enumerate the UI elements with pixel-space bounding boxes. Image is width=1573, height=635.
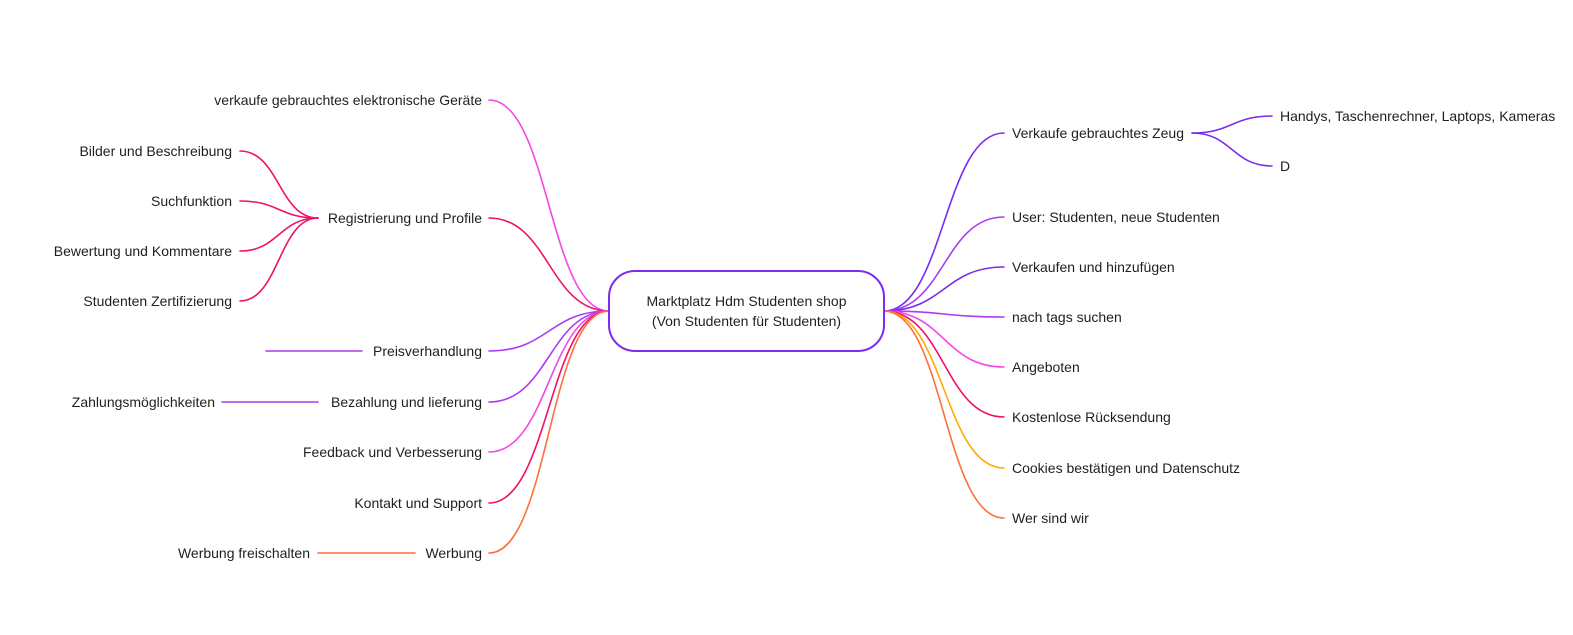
- topic-left-registrierung-und-profile[interactable]: Registrierung und Profile: [328, 210, 482, 226]
- topic-left-verkaufe-gebrauchtes-elektronische-geraete[interactable]: verkaufe gebrauchtes elektronische Gerät…: [214, 92, 482, 108]
- topic-right-user-studenten-neue-studenten[interactable]: User: Studenten, neue Studenten: [1012, 209, 1220, 225]
- topic-left-feedback-und-verbesserung[interactable]: Feedback und Verbesserung: [303, 444, 482, 460]
- edge-left-bezahlung-und-lieferung: [488, 310, 610, 403]
- edge-sub-d: [1191, 132, 1273, 167]
- central-topic-title: Marktplatz Hdm Studenten shop: [647, 293, 847, 309]
- edge-left-werbung: [488, 310, 610, 554]
- edge-left-feedback-und-verbesserung: [488, 310, 610, 453]
- subtopic-zahlungsmoeglichkeiten[interactable]: Zahlungsmöglichkeiten: [72, 394, 215, 410]
- edge-left-registrierung-und-profile: [488, 217, 610, 312]
- topic-right-verkaufen-und-hinzufuegen[interactable]: Verkaufen und hinzufügen: [1012, 259, 1175, 275]
- topic-left-kontakt-und-support[interactable]: Kontakt und Support: [354, 495, 482, 511]
- edge-sub-bilder-und-beschreibung: [239, 150, 319, 219]
- edge-right-cookies-bestaetigen-und-datenschutz: [883, 310, 1005, 469]
- edge-right-verkaufe-gebrauchtes-zeug: [883, 132, 1005, 312]
- subtopic-d[interactable]: D: [1280, 158, 1290, 174]
- topic-right-wer-sind-wir[interactable]: Wer sind wir: [1012, 510, 1089, 526]
- edge-sub-studenten-zertifizierung: [239, 217, 319, 302]
- topic-right-angeboten[interactable]: Angeboten: [1012, 359, 1080, 375]
- edge-sub-handys-taschenrechner-laptops-kameras: [1191, 115, 1273, 134]
- edge-right-user-studenten-neue-studenten: [883, 216, 1005, 312]
- edge-left-preisverhandlung: [488, 310, 610, 352]
- topic-left-bezahlung-und-lieferung[interactable]: Bezahlung und lieferung: [331, 394, 482, 410]
- subtopic-bilder-und-beschreibung[interactable]: Bilder und Beschreibung: [79, 143, 232, 159]
- edge-right-nach-tags-suchen: [883, 310, 1005, 318]
- edge-right-kostenlose-ruecksendung: [883, 310, 1005, 418]
- topic-left-preisverhandlung[interactable]: Preisverhandlung: [373, 343, 482, 359]
- mindmap-labels: verkaufe gebrauchtes elektronische Gerät…: [54, 92, 1555, 561]
- central-topic-subtitle: (Von Studenten für Studenten): [652, 313, 841, 329]
- edge-right-verkaufen-und-hinzufuegen: [883, 266, 1005, 312]
- edge-sub-suchfunktion: [239, 200, 319, 219]
- subtopic-werbung-freischalten[interactable]: Werbung freischalten: [178, 545, 310, 561]
- topic-right-verkaufe-gebrauchtes-zeug[interactable]: Verkaufe gebrauchtes Zeug: [1012, 125, 1184, 141]
- central-topic-box[interactable]: [608, 270, 885, 352]
- subtopic-bewertung-und-kommentare[interactable]: Bewertung und Kommentare: [54, 243, 232, 259]
- topic-right-cookies-bestaetigen-und-datenschutz[interactable]: Cookies bestätigen und Datenschutz: [1012, 460, 1240, 476]
- edge-sub-bewertung-und-kommentare: [239, 217, 319, 252]
- topic-left-werbung[interactable]: Werbung: [425, 545, 482, 561]
- subtopic-studenten-zertifizierung[interactable]: Studenten Zertifizierung: [83, 293, 232, 309]
- central-topic-node[interactable]: Marktplatz Hdm Studenten shop (Von Stude…: [608, 270, 885, 352]
- subtopic-suchfunktion[interactable]: Suchfunktion: [151, 193, 232, 209]
- topic-right-kostenlose-ruecksendung[interactable]: Kostenlose Rücksendung: [1012, 409, 1171, 425]
- subtopic-handys-taschenrechner-laptops-kameras[interactable]: Handys, Taschenrechner, Laptops, Kameras: [1280, 108, 1555, 124]
- edge-left-verkaufe-gebrauchtes-elektronische-geraete: [488, 99, 610, 312]
- edge-right-wer-sind-wir: [883, 310, 1005, 519]
- edge-left-kontakt-und-support: [488, 310, 610, 504]
- edge-right-angeboten: [883, 310, 1005, 368]
- mindmap-edges: [221, 99, 1273, 554]
- topic-right-nach-tags-suchen[interactable]: nach tags suchen: [1012, 309, 1122, 325]
